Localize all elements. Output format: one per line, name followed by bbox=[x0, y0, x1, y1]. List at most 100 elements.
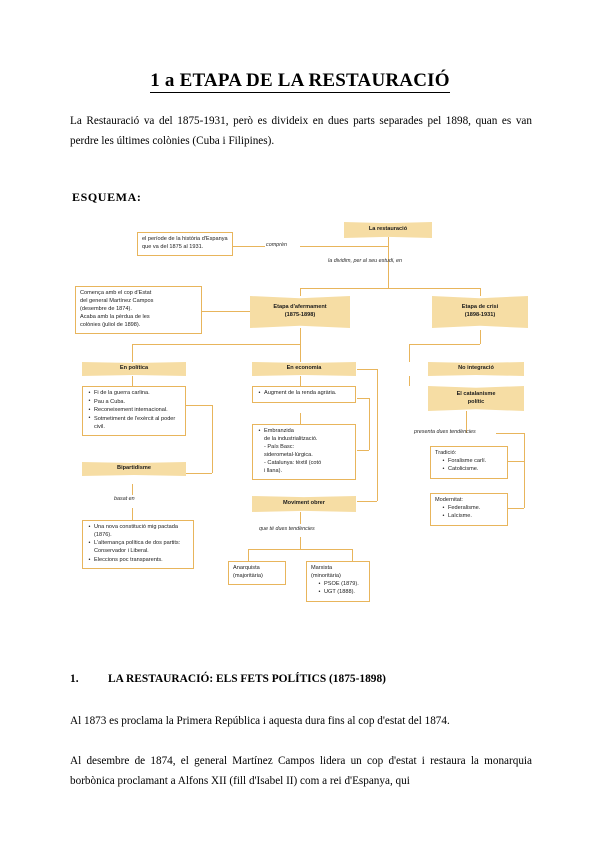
list-item: Una nova constitució mig pactada (1876). bbox=[89, 524, 189, 540]
connector-industria-rail bbox=[357, 450, 369, 451]
connector-etapa-crisi-drop bbox=[480, 288, 481, 296]
list-item: L'alternança política de dos partits: Co… bbox=[89, 540, 189, 556]
list-item: Sotmetiment de l'exèrcit al poder civil. bbox=[89, 415, 181, 432]
connector-quete-down bbox=[300, 537, 301, 549]
list-item: - País Basc: bbox=[264, 443, 295, 450]
node-moviment-obrer[interactable]: Moviment obrer bbox=[252, 496, 356, 512]
connector-nointegracio-drop bbox=[409, 344, 410, 362]
connector-root-down bbox=[388, 237, 389, 255]
industria-line-1: Embranzida bbox=[264, 428, 294, 434]
label-que-te-dues-tendencies: que té dues tendències bbox=[259, 526, 315, 532]
connector-economia-rail bbox=[377, 369, 378, 501]
connector-compren-right bbox=[300, 246, 388, 247]
list-item: PSOE (1879). bbox=[319, 581, 365, 589]
tradicio-bullet-list: Foralisme carlí. Catolicisme. bbox=[435, 458, 503, 474]
node-en-economia[interactable]: En economia bbox=[252, 362, 356, 376]
connector-anarquista-drop bbox=[248, 549, 249, 561]
connector-three-col-bar bbox=[132, 344, 300, 345]
section-heading: 1. LA RESTAURACIÓ: ELS FETS POLÍTICS (187… bbox=[70, 673, 532, 685]
node-afermament-nota[interactable]: Comença amb el cop d'Estat del general M… bbox=[75, 286, 202, 334]
industria-sublist: - País Basc: siderometal·lúrgica. - Cata… bbox=[264, 444, 351, 476]
label-compren: comprèn bbox=[266, 242, 287, 248]
node-no-integracio[interactable]: No integració bbox=[428, 362, 524, 376]
body-paragraph-1: Al 1873 es proclama la Primera República… bbox=[70, 715, 450, 727]
node-bipartidisme-bullets[interactable]: Una nova constitució mig pactada (1876).… bbox=[82, 520, 194, 570]
connector-nointegracio-catalanisme bbox=[409, 376, 410, 386]
list-item: Pau a Cuba. bbox=[89, 398, 181, 407]
connector-politica-drop bbox=[132, 344, 133, 362]
connector-economia-renda bbox=[300, 376, 301, 386]
connector-politica-bullets bbox=[132, 376, 133, 386]
connector-marxista-drop bbox=[352, 549, 353, 561]
connector-compren-left bbox=[233, 246, 265, 247]
node-definicio-restauracio[interactable]: el període de la història d'Espanya que … bbox=[137, 232, 233, 256]
connector-tradicio-rail bbox=[508, 461, 524, 462]
connector-moviment-down bbox=[300, 512, 301, 524]
node-marxista[interactable]: Marxista (minoritària) PSOE (1879). UGT … bbox=[306, 561, 370, 602]
connector-presenta-rail bbox=[524, 433, 525, 508]
list-item: Augment de la renda agrària. bbox=[259, 390, 351, 398]
connector-catalanisme-down bbox=[466, 411, 467, 433]
section-number: 1. bbox=[70, 673, 79, 685]
connector-economia-rail-top bbox=[357, 369, 377, 370]
node-la-restauracio[interactable]: La restauració bbox=[344, 222, 432, 238]
connector-modernitat-rail bbox=[508, 508, 524, 509]
connector-renda-rail bbox=[357, 398, 369, 399]
list-item: UGT (1888). bbox=[319, 589, 365, 597]
node-industrialitzacio[interactable]: Embranzida de la industrialització. - Pa… bbox=[252, 424, 356, 481]
list-item: Reconeixement internacional. bbox=[89, 407, 181, 415]
label-basat-en: basat en bbox=[114, 496, 135, 502]
connector-renda-rail-v bbox=[369, 398, 370, 450]
connector-economia-drop bbox=[300, 344, 301, 362]
connector-renda-industria bbox=[300, 413, 301, 424]
page-title: 1 a ETAPA DE LA RESTAURACIÓ bbox=[70, 70, 530, 93]
list-item: - Catalunya: tèxtil (cotó bbox=[264, 459, 322, 466]
connector-root-stem bbox=[388, 255, 389, 288]
section-heading-text: LA RESTAURACIÓ: ELS FETS POLÍTICS (1875-… bbox=[108, 673, 386, 685]
modernitat-bullet-list: Federalisme. Laïcisme. bbox=[435, 505, 503, 521]
industria-line-2: de la industrialització. bbox=[264, 435, 318, 442]
esquema-label: ESQUEMA: bbox=[72, 190, 142, 204]
connector-politica-rail-top bbox=[186, 405, 212, 406]
bipartidisme-bullet-list: Una nova constitució mig pactada (1876).… bbox=[87, 524, 189, 565]
connector-afermament-down bbox=[300, 328, 301, 344]
list-item: Federalisme. bbox=[443, 505, 503, 513]
node-etapa-afermament[interactable]: Etapa d'afermament (1875-1898) bbox=[250, 296, 350, 328]
renda-bullet-list: Augment de la renda agrària. bbox=[257, 390, 351, 398]
connector-politica-rail bbox=[212, 405, 213, 473]
connector-bipartidisme-rail bbox=[186, 473, 212, 474]
node-tradicio[interactable]: Tradició: Foralisme carlí. Catolicisme. bbox=[430, 446, 508, 479]
list-item: Catolicisme. bbox=[443, 466, 503, 474]
connector-bipartidisme-down bbox=[132, 484, 133, 495]
list-item: Foralisme carlí. bbox=[443, 458, 503, 466]
connector-basaten-down bbox=[132, 508, 133, 520]
list-item: Laïcisme. bbox=[443, 513, 503, 521]
node-politica-bullets[interactable]: Fi de la guerra carlina. Pau a Cuba. Rec… bbox=[82, 386, 186, 437]
node-modernitat[interactable]: Modernitat: Federalisme. Laïcisme. bbox=[430, 493, 508, 526]
politica-bullet-list: Fi de la guerra carlina. Pau a Cuba. Rec… bbox=[87, 390, 181, 431]
page-title-text: 1 a ETAPA DE LA RESTAURACIÓ bbox=[150, 70, 450, 93]
list-item: i llana). bbox=[264, 467, 283, 474]
connector-moviment-rail bbox=[357, 501, 377, 502]
marxista-bullet-list: PSOE (1879). UGT (1888). bbox=[311, 581, 365, 597]
connector-nointegracio-bar bbox=[409, 344, 480, 345]
connector-etapa-afermament-drop bbox=[300, 288, 301, 296]
label-la-dividim: la dividim, per al seu estudi, en bbox=[328, 258, 403, 264]
node-en-politica[interactable]: En política bbox=[82, 362, 186, 376]
connector-presenta-right bbox=[496, 433, 524, 434]
industria-bullet-list: Embranzida de la industrialització. - Pa… bbox=[257, 428, 351, 476]
connector-afermament-note bbox=[202, 311, 250, 312]
label-presenta-dues-tendencies: presenta dues tendències bbox=[414, 429, 476, 435]
list-item: Embranzida de la industrialització. - Pa… bbox=[259, 428, 351, 476]
connector-etapes-bar bbox=[300, 288, 480, 289]
node-bipartidisme[interactable]: Bipartidisme bbox=[82, 462, 186, 476]
node-anarquista[interactable]: Anarquista (majoritària) bbox=[228, 561, 286, 585]
node-etapa-crisi[interactable]: Etapa de crisi (1898-1931) bbox=[432, 296, 528, 328]
list-item: siderometal·lúrgica. bbox=[264, 451, 313, 458]
node-catalanisme-politic[interactable]: El catalanisme polític bbox=[428, 386, 524, 411]
node-renda-agraria[interactable]: Augment de la renda agrària. bbox=[252, 386, 356, 403]
connector-tendencies-bar bbox=[248, 549, 352, 550]
body-paragraph-2: Al desembre de 1874, el general Martínez… bbox=[70, 755, 532, 787]
connector-crisi-down bbox=[480, 330, 481, 344]
